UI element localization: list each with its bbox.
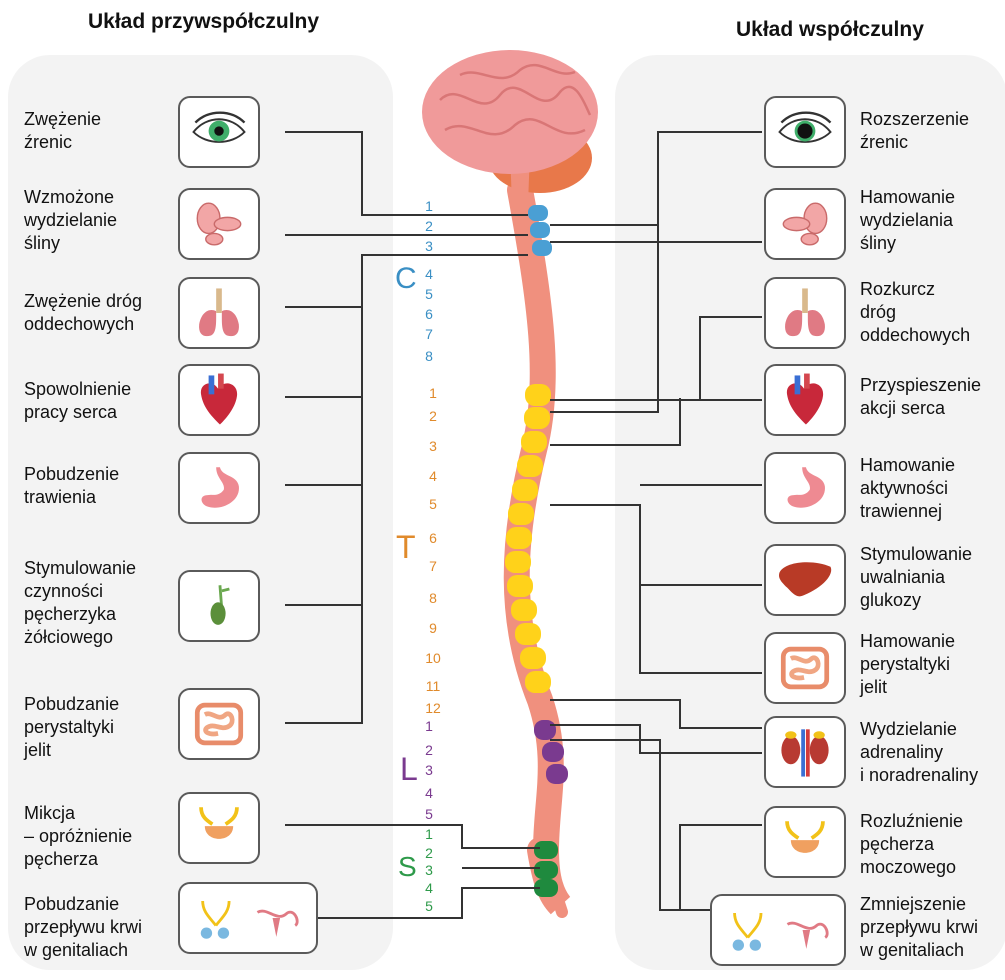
thoracic-ganglion bbox=[524, 407, 550, 429]
segment-number-t: 9 bbox=[422, 620, 444, 636]
stomach-icon bbox=[178, 452, 260, 524]
lumbar-ganglion bbox=[542, 742, 564, 762]
right-label-genital-blood-reduction: Zmniejszenie przepływu krwi w genitaliac… bbox=[860, 893, 978, 962]
cervical-ganglion bbox=[532, 240, 552, 256]
kidneys-icon bbox=[764, 716, 846, 788]
segment-number-t: 8 bbox=[422, 590, 444, 606]
cervical-ganglion bbox=[530, 222, 550, 238]
left-label-peristalsis: Pobudzanie perystaltyki jelit bbox=[24, 693, 119, 762]
segment-number-c: 5 bbox=[418, 286, 440, 302]
segment-number-l: 2 bbox=[418, 742, 440, 758]
segment-number-s: 3 bbox=[418, 862, 440, 878]
eye-icon bbox=[764, 96, 846, 168]
right-label-bladder-relaxation: Rozluźnienie pęcherza moczowego bbox=[860, 810, 963, 879]
thoracic-ganglion bbox=[511, 599, 537, 621]
left-label-pupil-constriction: Zwężenie źrenic bbox=[24, 108, 101, 154]
segment-number-s: 2 bbox=[418, 845, 440, 861]
thoracic-ganglion bbox=[521, 431, 547, 453]
segment-number-t: 6 bbox=[422, 530, 444, 546]
lungs-icon bbox=[764, 277, 846, 349]
segment-number-t: 11 bbox=[422, 678, 444, 694]
right-label-pupil-dilation: Rozszerzenie źrenic bbox=[860, 108, 969, 154]
genitals-icon bbox=[178, 882, 318, 954]
right-label-peristalsis-inhibition: Hamowanie perystaltyki jelit bbox=[860, 630, 955, 699]
segment-number-c: 1 bbox=[418, 198, 440, 214]
segment-number-c: 6 bbox=[418, 306, 440, 322]
segment-number-s: 1 bbox=[418, 826, 440, 842]
segment-group-s: S bbox=[398, 852, 417, 882]
genitals-icon bbox=[710, 894, 846, 966]
segment-group-t: T bbox=[396, 532, 416, 562]
salivary-gland-icon bbox=[764, 188, 846, 260]
sacral-ganglion bbox=[534, 841, 558, 859]
thoracic-ganglion bbox=[512, 479, 538, 501]
thoracic-ganglion bbox=[525, 671, 551, 693]
spinal-cord bbox=[517, 190, 562, 912]
segment-number-t: 10 bbox=[422, 650, 444, 666]
right-label-glucose-release: Stymulowanie uwalniania glukozy bbox=[860, 543, 972, 612]
segment-number-t: 12 bbox=[422, 700, 444, 716]
intestines-icon bbox=[764, 632, 846, 704]
thoracic-ganglion bbox=[506, 527, 532, 549]
intestines-icon bbox=[178, 688, 260, 760]
segment-number-l: 4 bbox=[418, 785, 440, 801]
segment-number-c: 4 bbox=[418, 266, 440, 282]
segment-number-l: 1 bbox=[418, 718, 440, 734]
right-label-heart-acceleration: Przyspieszenie akcji serca bbox=[860, 374, 981, 420]
heart-icon bbox=[178, 364, 260, 436]
thoracic-ganglion bbox=[525, 384, 551, 406]
lumbar-ganglion bbox=[546, 764, 568, 784]
left-label-digestion: Pobudzenie trawienia bbox=[24, 463, 119, 509]
segment-number-l: 3 bbox=[418, 762, 440, 778]
brain bbox=[422, 50, 598, 205]
lumbar-ganglion bbox=[534, 720, 556, 740]
segment-number-c: 7 bbox=[418, 326, 440, 342]
left-label-heart-slowing: Spowolnienie pracy serca bbox=[24, 378, 131, 424]
salivary-gland-icon bbox=[178, 188, 260, 260]
lungs-icon bbox=[178, 277, 260, 349]
segment-number-t: 1 bbox=[422, 385, 444, 401]
segment-number-t: 7 bbox=[422, 558, 444, 574]
segment-number-t: 2 bbox=[422, 408, 444, 424]
segment-number-c: 8 bbox=[418, 348, 440, 364]
thoracic-ganglion bbox=[508, 503, 534, 525]
right-label-digestion-inhibition: Hamowanie aktywności trawiennej bbox=[860, 454, 955, 523]
segment-group-l: L bbox=[400, 754, 418, 784]
segment-number-c: 2 bbox=[418, 218, 440, 234]
stomach-icon bbox=[764, 452, 846, 524]
right-label-adrenaline: Wydzielanie adrenaliny i noradrenaliny bbox=[860, 718, 978, 787]
bladder-icon bbox=[764, 806, 846, 878]
heart-icon bbox=[764, 364, 846, 436]
thoracic-ganglion bbox=[507, 575, 533, 597]
right-label-airway-relaxation: Rozkurcz dróg oddechowych bbox=[860, 278, 970, 347]
segment-number-t: 5 bbox=[422, 496, 444, 512]
left-label-airway-constriction: Zwężenie dróg oddechowych bbox=[24, 290, 142, 336]
thoracic-ganglion bbox=[515, 623, 541, 645]
gallbladder-icon bbox=[178, 570, 260, 642]
left-label-saliva-increase: Wzmożone wydzielanie śliny bbox=[24, 186, 117, 255]
right-label-saliva-inhibition: Hamowanie wydzielania śliny bbox=[860, 186, 955, 255]
segment-number-c: 3 bbox=[418, 238, 440, 254]
thoracic-ganglion bbox=[517, 455, 543, 477]
eye-icon bbox=[178, 96, 260, 168]
segment-number-l: 5 bbox=[418, 806, 440, 822]
segment-group-c: C bbox=[395, 264, 417, 294]
segment-number-s: 5 bbox=[418, 898, 440, 914]
left-label-micturition: Mikcja – opróżnienie pęcherza bbox=[24, 802, 132, 871]
left-label-genital-blood-flow: Pobudzanie przepływu krwi w genitaliach bbox=[24, 893, 142, 962]
liver-icon bbox=[764, 544, 846, 616]
thoracic-ganglion bbox=[520, 647, 546, 669]
thoracic-ganglion bbox=[505, 551, 531, 573]
left-label-gallbladder: Stymulowanie czynności pęcherzyka żółcio… bbox=[24, 557, 136, 649]
bladder-icon bbox=[178, 792, 260, 864]
segment-number-t: 4 bbox=[422, 468, 444, 484]
segment-number-s: 4 bbox=[418, 880, 440, 896]
segment-number-t: 3 bbox=[422, 438, 444, 454]
cervical-ganglion bbox=[528, 205, 548, 221]
sacral-ganglion bbox=[534, 861, 558, 879]
